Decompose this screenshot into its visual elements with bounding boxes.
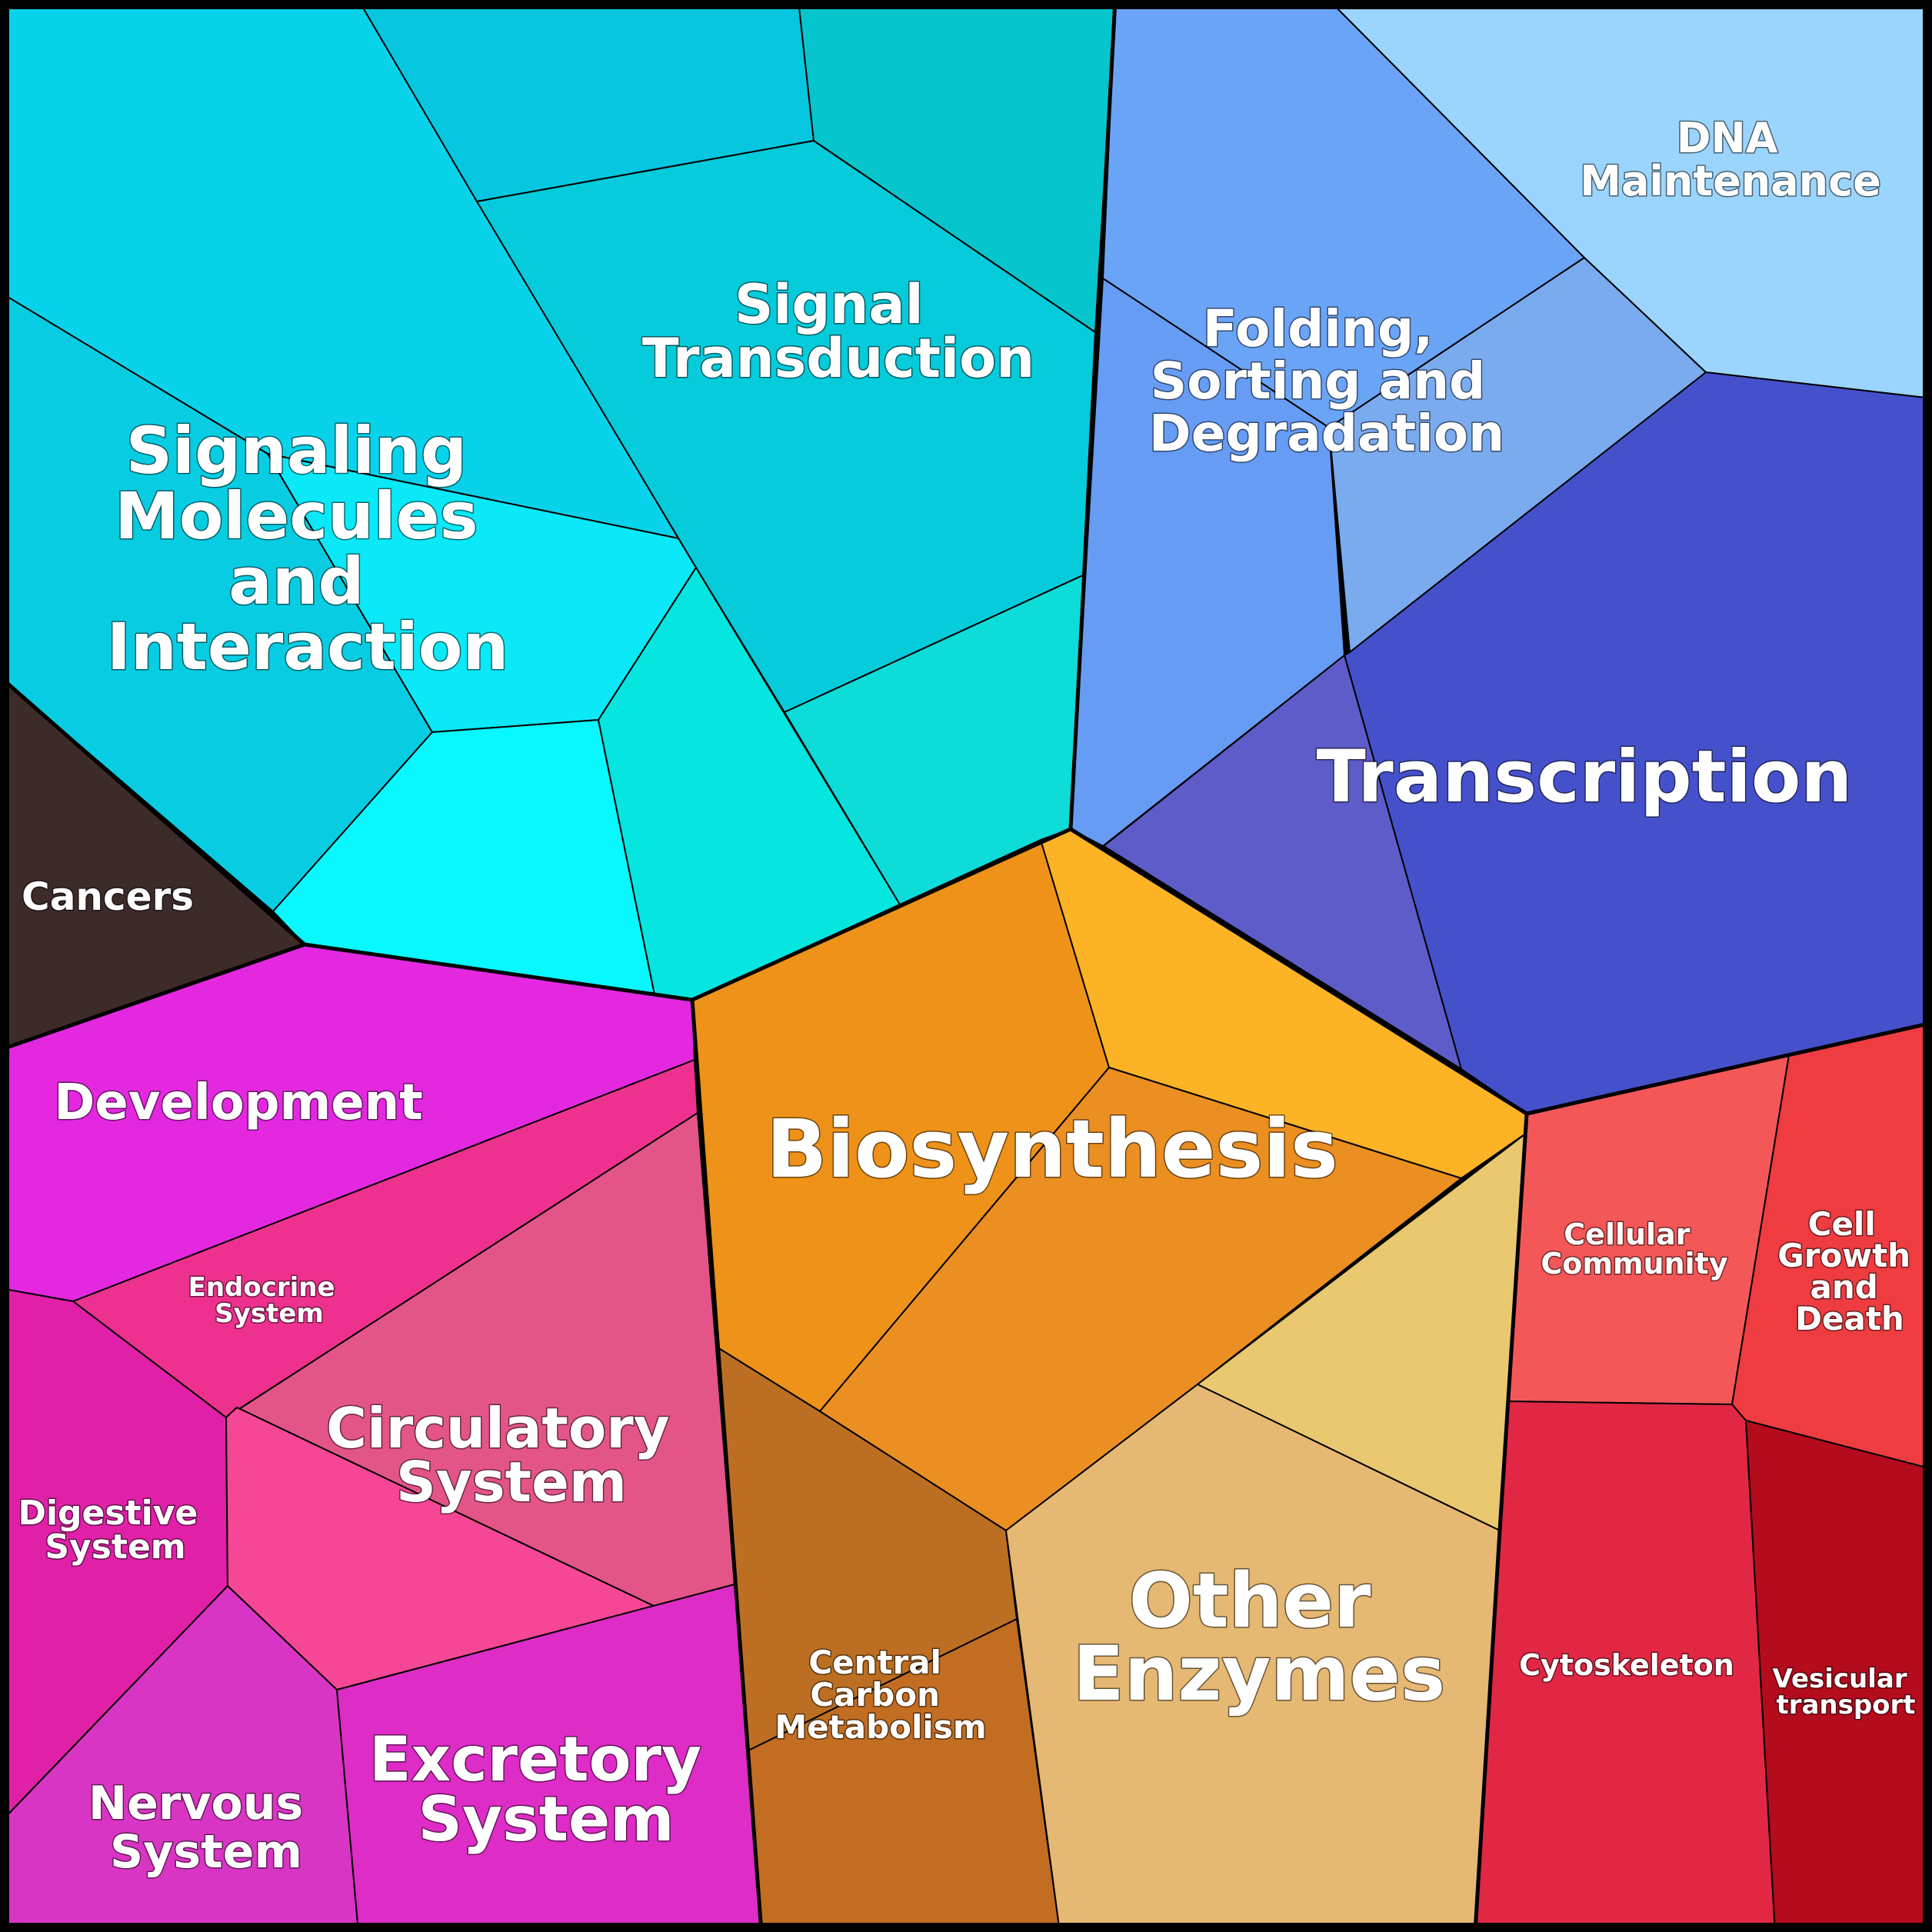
label-signaling-molecules: Signaling Molecules and Interaction xyxy=(107,413,509,685)
group-vesicular xyxy=(1745,1420,1932,1932)
label-central-carbon: Central Carbon Metabolism xyxy=(774,1644,986,1746)
cell-vesicular xyxy=(1745,1420,1932,1932)
group-folding xyxy=(1070,0,1707,847)
border-cyan-blue xyxy=(1068,0,1118,830)
label-biosynthesis: Biosynthesis xyxy=(766,1102,1338,1196)
label-transcription: Transcription xyxy=(1317,735,1853,819)
group-other-enzymes xyxy=(1005,1132,1527,1932)
border-blue-orange xyxy=(1069,827,1528,1116)
label-excretory: Excretory System xyxy=(369,1724,723,1855)
label-other-enzymes: Other Enzymes xyxy=(1073,1557,1446,1718)
group-transcription xyxy=(1103,371,1932,1114)
group-biosynthesis xyxy=(691,828,1527,1531)
label-development: Development xyxy=(54,1074,423,1131)
border-magenta-orange xyxy=(690,999,764,1932)
label-circulatory: Circulatory System xyxy=(326,1396,689,1514)
group-signal-transduction xyxy=(358,0,1116,905)
cell-excretory xyxy=(336,1584,762,1932)
label-nervous: Nervous System xyxy=(88,1777,319,1879)
label-folding: Folding, Sorting and Degradation xyxy=(1149,299,1504,463)
label-signal-transduction: Signal Transduction xyxy=(642,273,1034,390)
label-digestive: Digestive System xyxy=(18,1494,209,1567)
group-circulatory xyxy=(225,1112,735,1690)
label-cell-growth: Cell Growth and Death xyxy=(1777,1205,1921,1337)
group-signaling-molecules xyxy=(0,0,901,1001)
border-cyan-orange xyxy=(691,827,1072,1002)
label-endocrine: Endocrine System xyxy=(188,1272,345,1329)
labels: Signaling Molecules and Interaction Sign… xyxy=(17,113,1921,1880)
label-cytoskeleton: Cytoskeleton xyxy=(1519,1648,1734,1682)
group-excretory xyxy=(336,1584,762,1932)
border-blue-red xyxy=(1526,1021,1932,1116)
label-cancers: Cancers xyxy=(22,874,194,919)
border-cancers xyxy=(0,942,305,1052)
label-vesicular: Vesicular transport xyxy=(1773,1664,1917,1720)
label-dna-maintenance: DNA Maintenance xyxy=(1580,114,1881,205)
border-orange-red xyxy=(1473,1113,1529,1932)
label-cellular-community: Cellular Community xyxy=(1541,1217,1727,1281)
cell-transcription-2 xyxy=(1103,655,1462,1070)
